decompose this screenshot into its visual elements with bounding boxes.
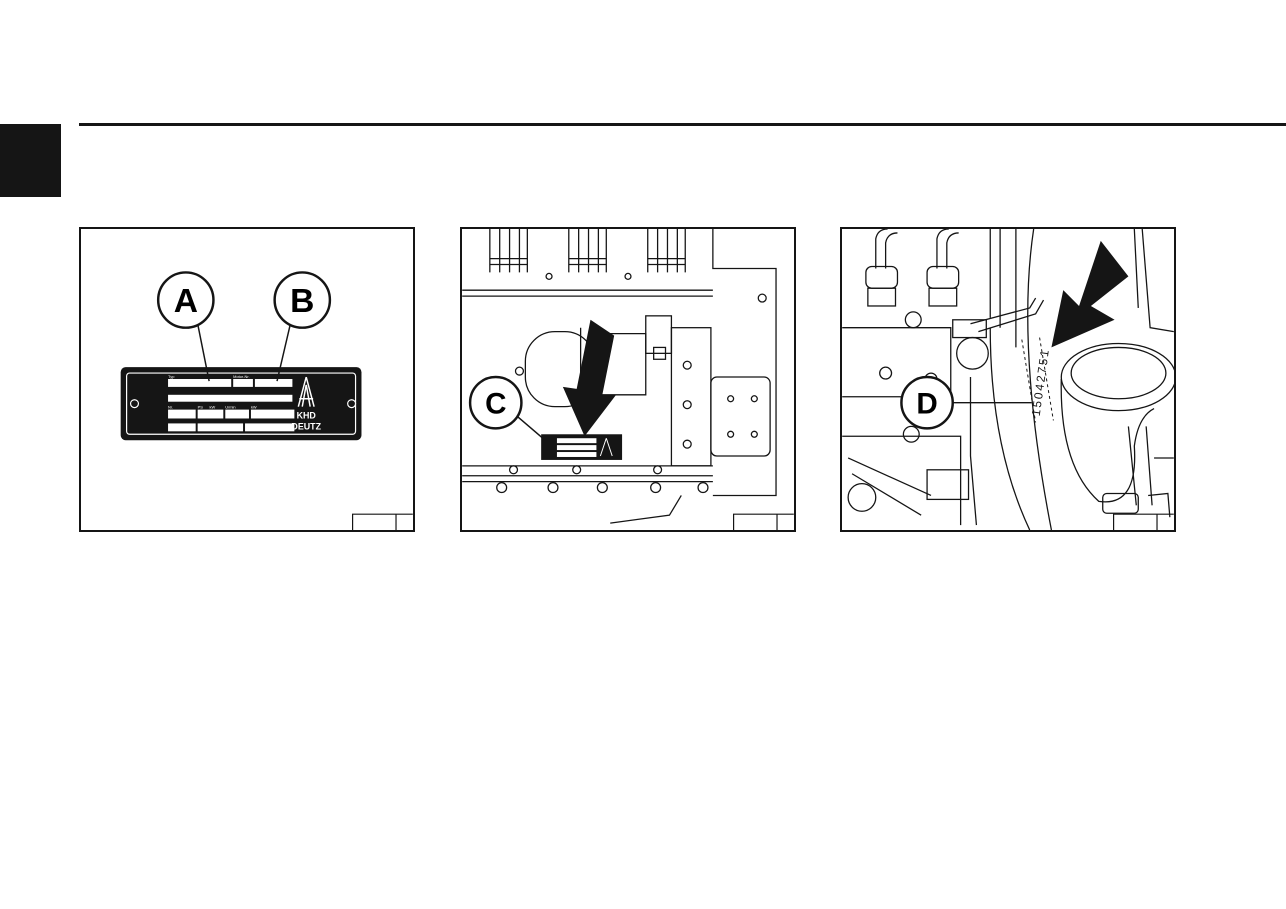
left-rivet: [129, 399, 140, 409]
plate-fields: [168, 379, 295, 432]
callout-b-label: B: [290, 283, 314, 320]
plate-field-label: Motor-Nr.: [233, 374, 249, 379]
figure-ref-box: [733, 513, 794, 530]
plate-field-label: PS: [198, 405, 204, 410]
plate-field-label: Nr.: [168, 405, 173, 410]
figure-engine-label: C: [460, 227, 796, 532]
engine-number-illustration: 15042751 D: [842, 229, 1174, 530]
callout-c-leader: [516, 415, 546, 441]
callout-a-label: A: [174, 283, 198, 320]
arrow-pointer-icon: [562, 319, 617, 437]
plate-field-label: kW: [209, 405, 215, 410]
engraved-engine-number: 15042751: [1029, 347, 1052, 417]
logo-deutz-text: DEUTZ: [291, 421, 321, 431]
callout-c-circle: [468, 375, 523, 430]
callout-d-circle: [900, 375, 954, 430]
callout-c-label: C: [485, 388, 506, 421]
callout-a-circle: [156, 271, 215, 329]
right-rivet: [347, 399, 357, 409]
khd-logo: KHD DEUTZ: [291, 376, 322, 431]
header-rule: [79, 123, 1286, 126]
section-tab-marker: [0, 124, 61, 197]
callout-b-leader: [275, 323, 292, 384]
plate-field-label: kW: [251, 405, 257, 410]
type-plate-illustration: Typ Motor-Nr. Nr. PS kW U/min kW KHD DEU…: [120, 271, 413, 530]
arrow-pointer-icon: [1051, 240, 1129, 348]
figure-ref-box: [352, 513, 413, 530]
plate-field-label: U/min: [225, 405, 235, 410]
figure-ref-box: [1113, 513, 1174, 530]
callout-d-label: D: [916, 388, 937, 421]
engine-side-illustration: C: [462, 229, 794, 530]
callout-a-leader: [196, 323, 211, 384]
plate-field-label: Typ: [168, 374, 175, 379]
callout-b-circle: [273, 271, 332, 329]
logo-khd-text: KHD: [297, 410, 317, 420]
figure-engine-number: 15042751 D: [840, 227, 1176, 532]
figure-type-plate: Typ Motor-Nr. Nr. PS kW U/min kW KHD DEU…: [79, 227, 415, 532]
